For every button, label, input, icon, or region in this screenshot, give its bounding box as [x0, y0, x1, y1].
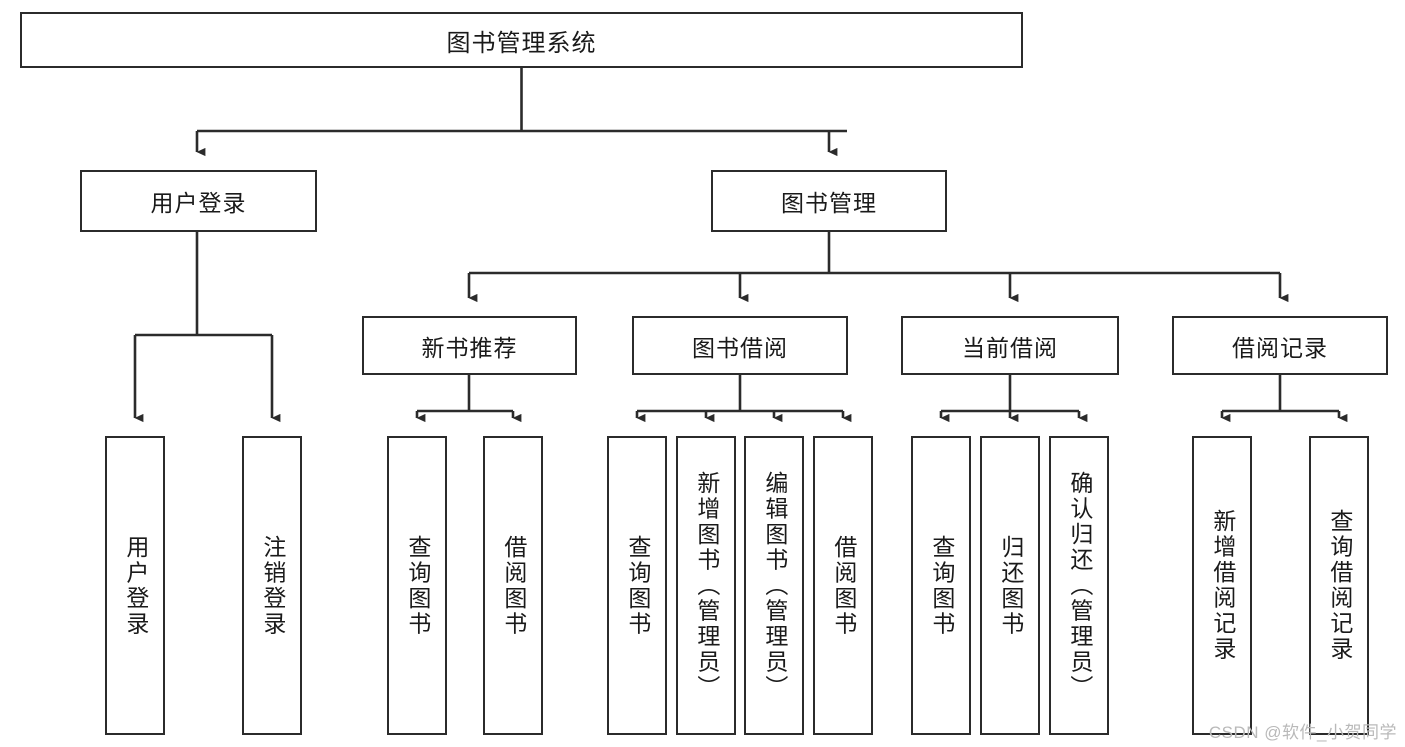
- node-book-borrow[interactable]: 图书借阅: [632, 316, 848, 375]
- node-label: 用户登录: [150, 190, 247, 216]
- leaf-newbook-query-book[interactable]: 查询图书: [387, 436, 447, 735]
- node-root-book-management-system[interactable]: 图书管理系统: [20, 12, 1023, 68]
- node-label: 当前借阅: [962, 334, 1058, 361]
- leaf-bookborrow-add-book-admin[interactable]: 新增图书（管理员）: [676, 436, 736, 735]
- node-label: 编辑图书（管理员）: [761, 470, 788, 701]
- node-label: 查询图书: [928, 534, 955, 637]
- node-borrow-record[interactable]: 借阅记录: [1172, 316, 1388, 375]
- node-label: 图书借阅: [692, 334, 788, 361]
- leaf-bookborrow-borrow-book[interactable]: 借阅图书: [813, 436, 873, 735]
- leaf-bookborrow-query-book[interactable]: 查询图书: [607, 436, 667, 735]
- node-label: 图书管理: [781, 190, 877, 216]
- node-current-borrow[interactable]: 当前借阅: [901, 316, 1119, 375]
- leaf-currentborrow-query-book[interactable]: 查询图书: [911, 436, 971, 735]
- node-label: 归还图书: [997, 534, 1024, 637]
- node-label: 查询图书: [624, 534, 651, 637]
- watermark-text: CSDN @软件_小贺同学: [1208, 723, 1397, 742]
- leaf-bookborrow-edit-book-admin[interactable]: 编辑图书（管理员）: [744, 436, 804, 735]
- node-label: 新增借阅记录: [1209, 509, 1236, 662]
- leaf-user-login[interactable]: 用户登录: [105, 436, 165, 735]
- leaf-currentborrow-confirm-return-admin[interactable]: 确认归还（管理员）: [1049, 436, 1109, 735]
- node-label: 借阅图书: [500, 534, 527, 637]
- node-label: 图书管理系统: [446, 29, 597, 57]
- node-label: 确认归还（管理员）: [1066, 470, 1093, 701]
- node-label: 注销登录: [259, 534, 286, 637]
- leaf-borrowrecord-add-record[interactable]: 新增借阅记录: [1192, 436, 1252, 735]
- node-label: 借阅记录: [1232, 334, 1328, 361]
- node-book-management[interactable]: 图书管理: [711, 170, 947, 232]
- node-label: 新增图书（管理员）: [693, 470, 720, 701]
- node-label: 用户登录: [122, 534, 149, 637]
- node-label: 查询借阅记录: [1326, 509, 1353, 662]
- leaf-newbook-borrow-book[interactable]: 借阅图书: [483, 436, 543, 735]
- leaf-borrowrecord-query-record[interactable]: 查询借阅记录: [1309, 436, 1369, 735]
- node-label: 借阅图书: [830, 534, 857, 637]
- node-user-login[interactable]: 用户登录: [80, 170, 317, 232]
- node-label: 查询图书: [404, 534, 431, 637]
- node-label: 新书推荐: [421, 334, 518, 361]
- node-new-book-recommend[interactable]: 新书推荐: [362, 316, 577, 375]
- leaf-currentborrow-return-book[interactable]: 归还图书: [980, 436, 1040, 735]
- leaf-user-logout[interactable]: 注销登录: [242, 436, 302, 735]
